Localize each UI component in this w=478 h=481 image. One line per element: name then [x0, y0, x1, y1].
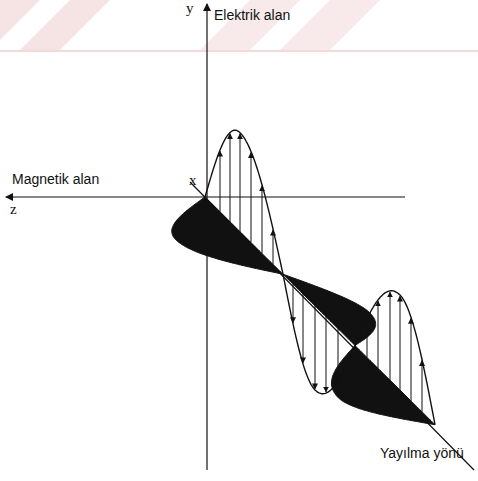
field-vector — [273, 230, 274, 264]
field-vector — [251, 152, 252, 242]
magnetic-field-lobe — [283, 274, 376, 345]
field-vector — [378, 301, 379, 368]
field-vector — [338, 329, 339, 380]
field-vector — [230, 134, 231, 222]
axis-label: z — [10, 201, 17, 218]
field-vector — [400, 296, 401, 390]
field-vector — [422, 361, 423, 412]
field-vector — [411, 318, 412, 401]
electric-field-wave — [205, 130, 435, 425]
field-vector — [367, 320, 368, 358]
axis-label: y — [186, 0, 194, 17]
field-vector — [315, 306, 316, 389]
axis-label: x — [189, 172, 197, 189]
field-label: Elektrik alan — [214, 8, 290, 23]
field-vector — [390, 292, 391, 380]
field-label: Magnetik alan — [12, 172, 99, 187]
magnetic-field-lobe — [172, 197, 283, 274]
field-vector — [303, 294, 304, 363]
field-vector — [326, 317, 327, 392]
field-vector — [240, 134, 241, 232]
watermark-band — [20, 0, 110, 50]
watermark-band — [280, 0, 380, 50]
field-vector — [220, 151, 221, 212]
direction-label: Yayılma yönü — [380, 446, 464, 461]
watermark-line — [0, 50, 478, 52]
field-vector — [262, 186, 263, 254]
magnetic-field-lobe — [332, 346, 436, 425]
watermark-band — [200, 0, 300, 50]
field-vector — [293, 284, 294, 323]
watermark-band — [0, 0, 40, 40]
